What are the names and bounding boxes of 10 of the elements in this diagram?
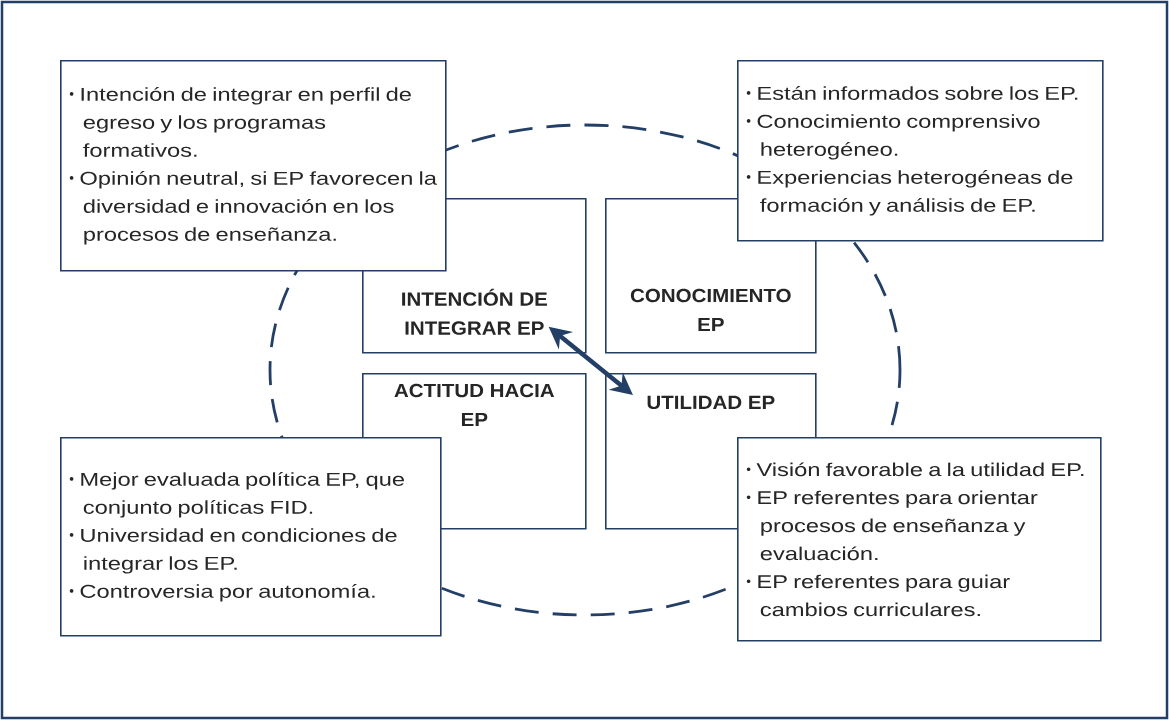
- bullet-list-box: [737, 437, 1102, 642]
- bullet-text: Universidad en condiciones de integrar los EP.: [81, 528, 397, 574]
- bullet-text: EP referentes para guiar cambios curriculares.: [758, 574, 1010, 617]
- bullet-list-box: [60, 437, 442, 637]
- bullet-text: Intención de integrar en perfil de egreso y los programas formativos.: [81, 87, 411, 157]
- bullet-text: Conocimiento comprensivo heterogéneo.: [757, 114, 1040, 160]
- bullet-list-box: [60, 60, 447, 272]
- bullet-text: Controversia por autonomía.: [80, 584, 375, 602]
- bullet-text: Están informados sobre los EP.: [758, 86, 1078, 100]
- bullet-list-box: [737, 60, 1104, 242]
